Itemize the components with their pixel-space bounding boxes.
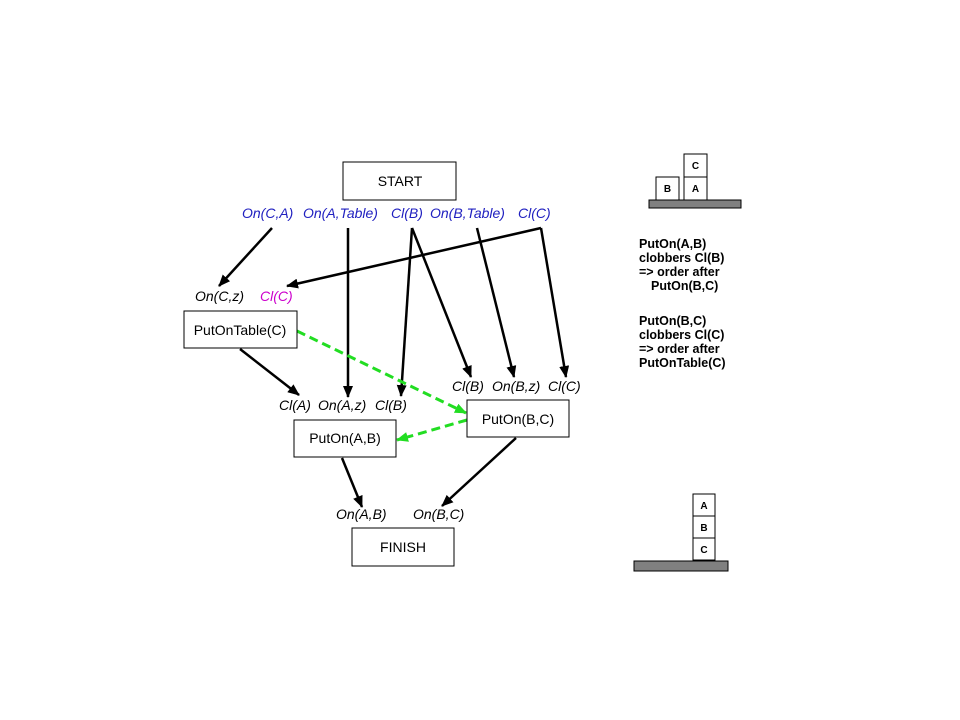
initial-state-illustration: C B A bbox=[648, 153, 742, 209]
arrow-put-on-table-c-to-cl-a bbox=[239, 348, 300, 396]
precondition-cl-b: Cl(B) bbox=[375, 397, 407, 413]
note-1-line-2: clobbers Cl(B) bbox=[639, 251, 724, 265]
table bbox=[648, 199, 742, 209]
finish-node: FINISH bbox=[351, 527, 455, 567]
arrow-cl-c-to-put-on-b-c bbox=[539, 227, 570, 378]
note-2: PutOn(B,C) clobbers Cl(C) => order after… bbox=[639, 314, 726, 370]
goal-state-illustration: A B C bbox=[633, 493, 729, 572]
put-on-b-c-label: PutOn(B,C) bbox=[482, 411, 554, 427]
precondition-on-c-z: On(C,z) bbox=[195, 288, 244, 304]
start-label: START bbox=[378, 173, 423, 189]
note-2-line-3: => order after bbox=[639, 342, 720, 356]
finish-label: FINISH bbox=[380, 539, 426, 555]
arrow-on-b-table-to-on-b-z bbox=[475, 227, 517, 378]
arrow-put-on-b-c-to-on-b-c bbox=[441, 437, 517, 507]
precondition-on-b-c: On(B,C) bbox=[413, 506, 464, 522]
block-b-label: B bbox=[700, 523, 707, 534]
precondition-cl-b: Cl(B) bbox=[452, 378, 484, 394]
note-1-line-1: PutOn(A,B) bbox=[639, 237, 706, 251]
order-put-on-table-c-before-put-on-b-c bbox=[296, 329, 467, 415]
block-a-label: A bbox=[692, 184, 699, 195]
table bbox=[633, 560, 729, 572]
block-a-label: A bbox=[700, 501, 707, 512]
precondition-on-a-b: On(A,B) bbox=[336, 506, 387, 522]
causal-links bbox=[218, 226, 570, 508]
precondition-cl-c: Cl(C) bbox=[548, 378, 581, 394]
effect-on-b-table: On(B,Table) bbox=[430, 205, 505, 221]
note-1-line-4: PutOn(B,C) bbox=[651, 279, 718, 293]
block-b-label: B bbox=[664, 184, 671, 195]
put-on-table-c-node: PutOnTable(C) bbox=[183, 310, 298, 349]
note-2-line-2: clobbers Cl(C) bbox=[639, 328, 724, 342]
effect-on-c-a: On(C,A) bbox=[242, 205, 293, 221]
ordering-constraints bbox=[296, 329, 468, 442]
put-on-b-c-preconditions: Cl(B) On(B,z) Cl(C) bbox=[452, 378, 581, 394]
arrow-cl-b-to-put-on-b-c bbox=[410, 227, 473, 378]
start-effects: On(C,A) On(A,Table) Cl(B) On(B,Table) Cl… bbox=[242, 205, 551, 221]
note-1: PutOn(A,B) clobbers Cl(B) => order after… bbox=[639, 237, 724, 293]
note-1-line-3: => order after bbox=[639, 265, 720, 279]
put-on-a-b-label: PutOn(A,B) bbox=[309, 430, 381, 446]
put-on-b-c-node: PutOn(B,C) bbox=[466, 399, 570, 438]
block-c-label: C bbox=[692, 161, 699, 172]
put-on-table-c-label: PutOnTable(C) bbox=[194, 322, 287, 338]
finish-preconditions: On(A,B) On(B,C) bbox=[336, 506, 464, 522]
put-on-table-c-preconditions: On(C,z) Cl(C) bbox=[195, 288, 293, 304]
arrow-put-on-a-b-to-on-a-b bbox=[340, 457, 364, 508]
precondition-cl-c: Cl(C) bbox=[260, 288, 293, 304]
precondition-on-b-z: On(B,z) bbox=[492, 378, 540, 394]
effect-cl-c: Cl(C) bbox=[518, 205, 551, 221]
start-node: START bbox=[342, 161, 457, 201]
block-c-label: C bbox=[700, 545, 707, 556]
block-c bbox=[692, 537, 716, 561]
effect-on-a-table: On(A,Table) bbox=[303, 205, 378, 221]
note-2-line-1: PutOn(B,C) bbox=[639, 314, 706, 328]
order-put-on-b-c-before-put-on-a-b bbox=[396, 418, 468, 442]
effect-cl-b: Cl(B) bbox=[391, 205, 423, 221]
precondition-on-a-z: On(A,z) bbox=[318, 397, 366, 413]
arrow-cl-c-to-put-on-table-c bbox=[286, 226, 542, 289]
put-on-a-b-node: PutOn(A,B) bbox=[293, 419, 397, 458]
arrow-on-c-a-to-on-c-z bbox=[218, 227, 273, 287]
arrow-cl-b-to-put-on-a-b bbox=[396, 227, 414, 397]
put-on-a-b-preconditions: Cl(A) On(A,z) Cl(B) bbox=[279, 397, 407, 413]
note-2-line-4: PutOnTable(C) bbox=[639, 356, 726, 370]
precondition-cl-a: Cl(A) bbox=[279, 397, 311, 413]
